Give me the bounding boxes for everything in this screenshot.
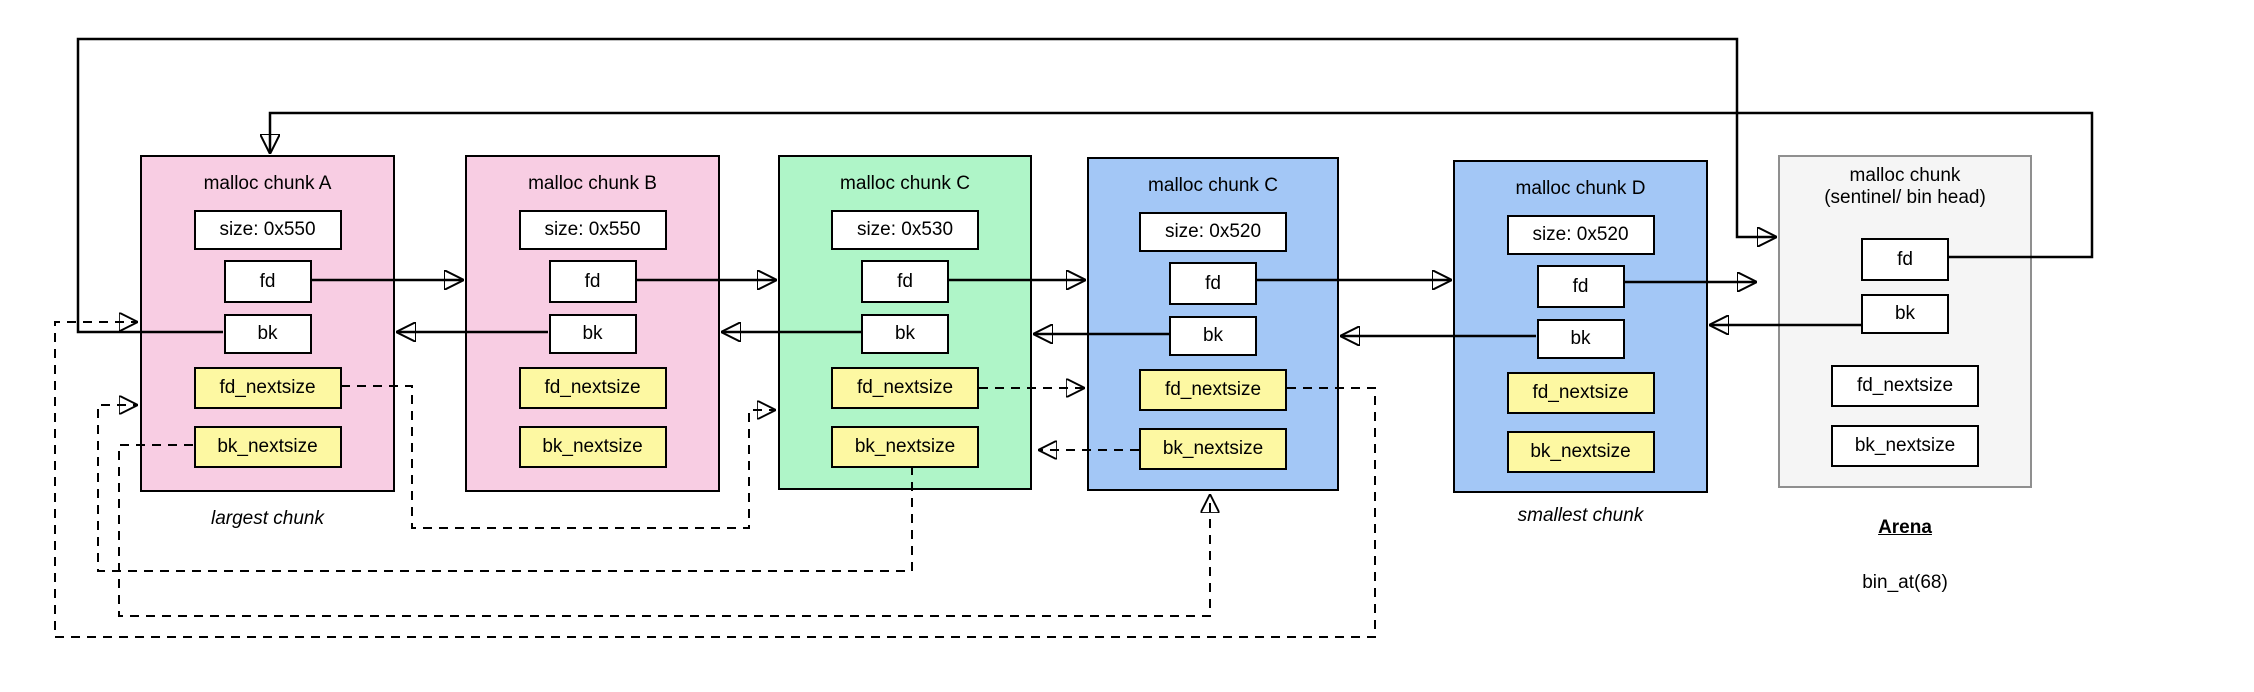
chunk-sentinel-title-line1: malloc chunk — [1849, 165, 1961, 186]
chunk-c-green-fd-field: fd — [861, 260, 949, 303]
chunk-b-bk-field: bk — [548, 314, 637, 354]
bin-at-label: bin_at(68) — [1862, 572, 1948, 593]
chunk-sentinel-title: malloc chunk (sentinel/ bin head) — [1780, 165, 2030, 209]
chunk-sentinel-fd-nextsize-field: fd_nextsize — [1831, 365, 1979, 407]
chunk-a-bk-nextsize-field: bk_nextsize — [193, 426, 342, 468]
chunk-b: malloc chunk B size: 0x550 fd bk fd_next… — [465, 155, 720, 492]
smallest-chunk-caption: smallest chunk — [1517, 505, 1644, 526]
chunk-d-fd-field: fd — [1536, 265, 1625, 308]
chunk-c-blue-bk-field: bk — [1169, 316, 1257, 356]
chunk-a-title: malloc chunk A — [203, 173, 332, 194]
chunk-sentinel-fd-field: fd — [1861, 238, 1949, 281]
chunk-b-bk-nextsize-field: bk_nextsize — [518, 426, 667, 468]
chunk-c-blue-bk-nextsize-field: bk_nextsize — [1139, 428, 1287, 470]
chunk-sentinel-bk-nextsize-field: bk_nextsize — [1831, 425, 1979, 467]
chunk-sentinel: malloc chunk (sentinel/ bin head) fd bk … — [1778, 155, 2032, 488]
chunk-c-blue: malloc chunk C size: 0x520 fd bk fd_next… — [1087, 157, 1339, 491]
chunk-c-green-bk-nextsize-field: bk_nextsize — [831, 426, 979, 468]
chunk-d-bk-nextsize-field: bk_nextsize — [1506, 431, 1655, 473]
chunk-sentinel-title-line2: (sentinel/ bin head) — [1824, 187, 1986, 208]
chunk-b-fd-nextsize-field: fd_nextsize — [518, 367, 667, 409]
chunk-b-title: malloc chunk B — [528, 173, 657, 194]
chunk-a-fd-field: fd — [223, 260, 312, 303]
chunk-b-size-field: size: 0x550 — [518, 210, 667, 250]
chunk-c-blue-fd-field: fd — [1169, 262, 1257, 305]
chunk-a-size-field: size: 0x550 — [193, 210, 342, 250]
chunk-a-fd-nextsize-field: fd_nextsize — [193, 367, 342, 409]
chunk-sentinel-bk-field: bk — [1861, 294, 1949, 334]
chunk-c-blue-size-field: size: 0x520 — [1139, 212, 1287, 252]
chunk-a: malloc chunk A size: 0x550 fd bk fd_next… — [140, 155, 395, 492]
chunk-d-title: malloc chunk D — [1515, 178, 1646, 199]
chunk-d-bk-field: bk — [1536, 319, 1625, 359]
chunk-c-green-bk-field: bk — [861, 314, 949, 354]
chunk-c-blue-title: malloc chunk C — [1148, 175, 1278, 196]
chunk-c-green: malloc chunk C size: 0x530 fd bk fd_next… — [778, 155, 1032, 490]
chunk-c-blue-fd-nextsize-field: fd_nextsize — [1139, 369, 1287, 411]
chunk-d-size-field: size: 0x520 — [1506, 215, 1655, 255]
chunk-c-green-fd-nextsize-field: fd_nextsize — [831, 367, 979, 409]
arena-label: Arena — [1878, 517, 1932, 538]
largest-chunk-caption: largest chunk — [210, 508, 324, 529]
chunk-c-green-title: malloc chunk C — [840, 173, 970, 194]
chunk-b-fd-field: fd — [548, 260, 637, 303]
chunk-a-bk-field: bk — [223, 314, 312, 354]
chunk-d-fd-nextsize-field: fd_nextsize — [1506, 372, 1655, 414]
chunk-d: malloc chunk D size: 0x520 fd bk fd_next… — [1453, 160, 1708, 493]
chunk-c-green-size-field: size: 0x530 — [831, 210, 979, 250]
